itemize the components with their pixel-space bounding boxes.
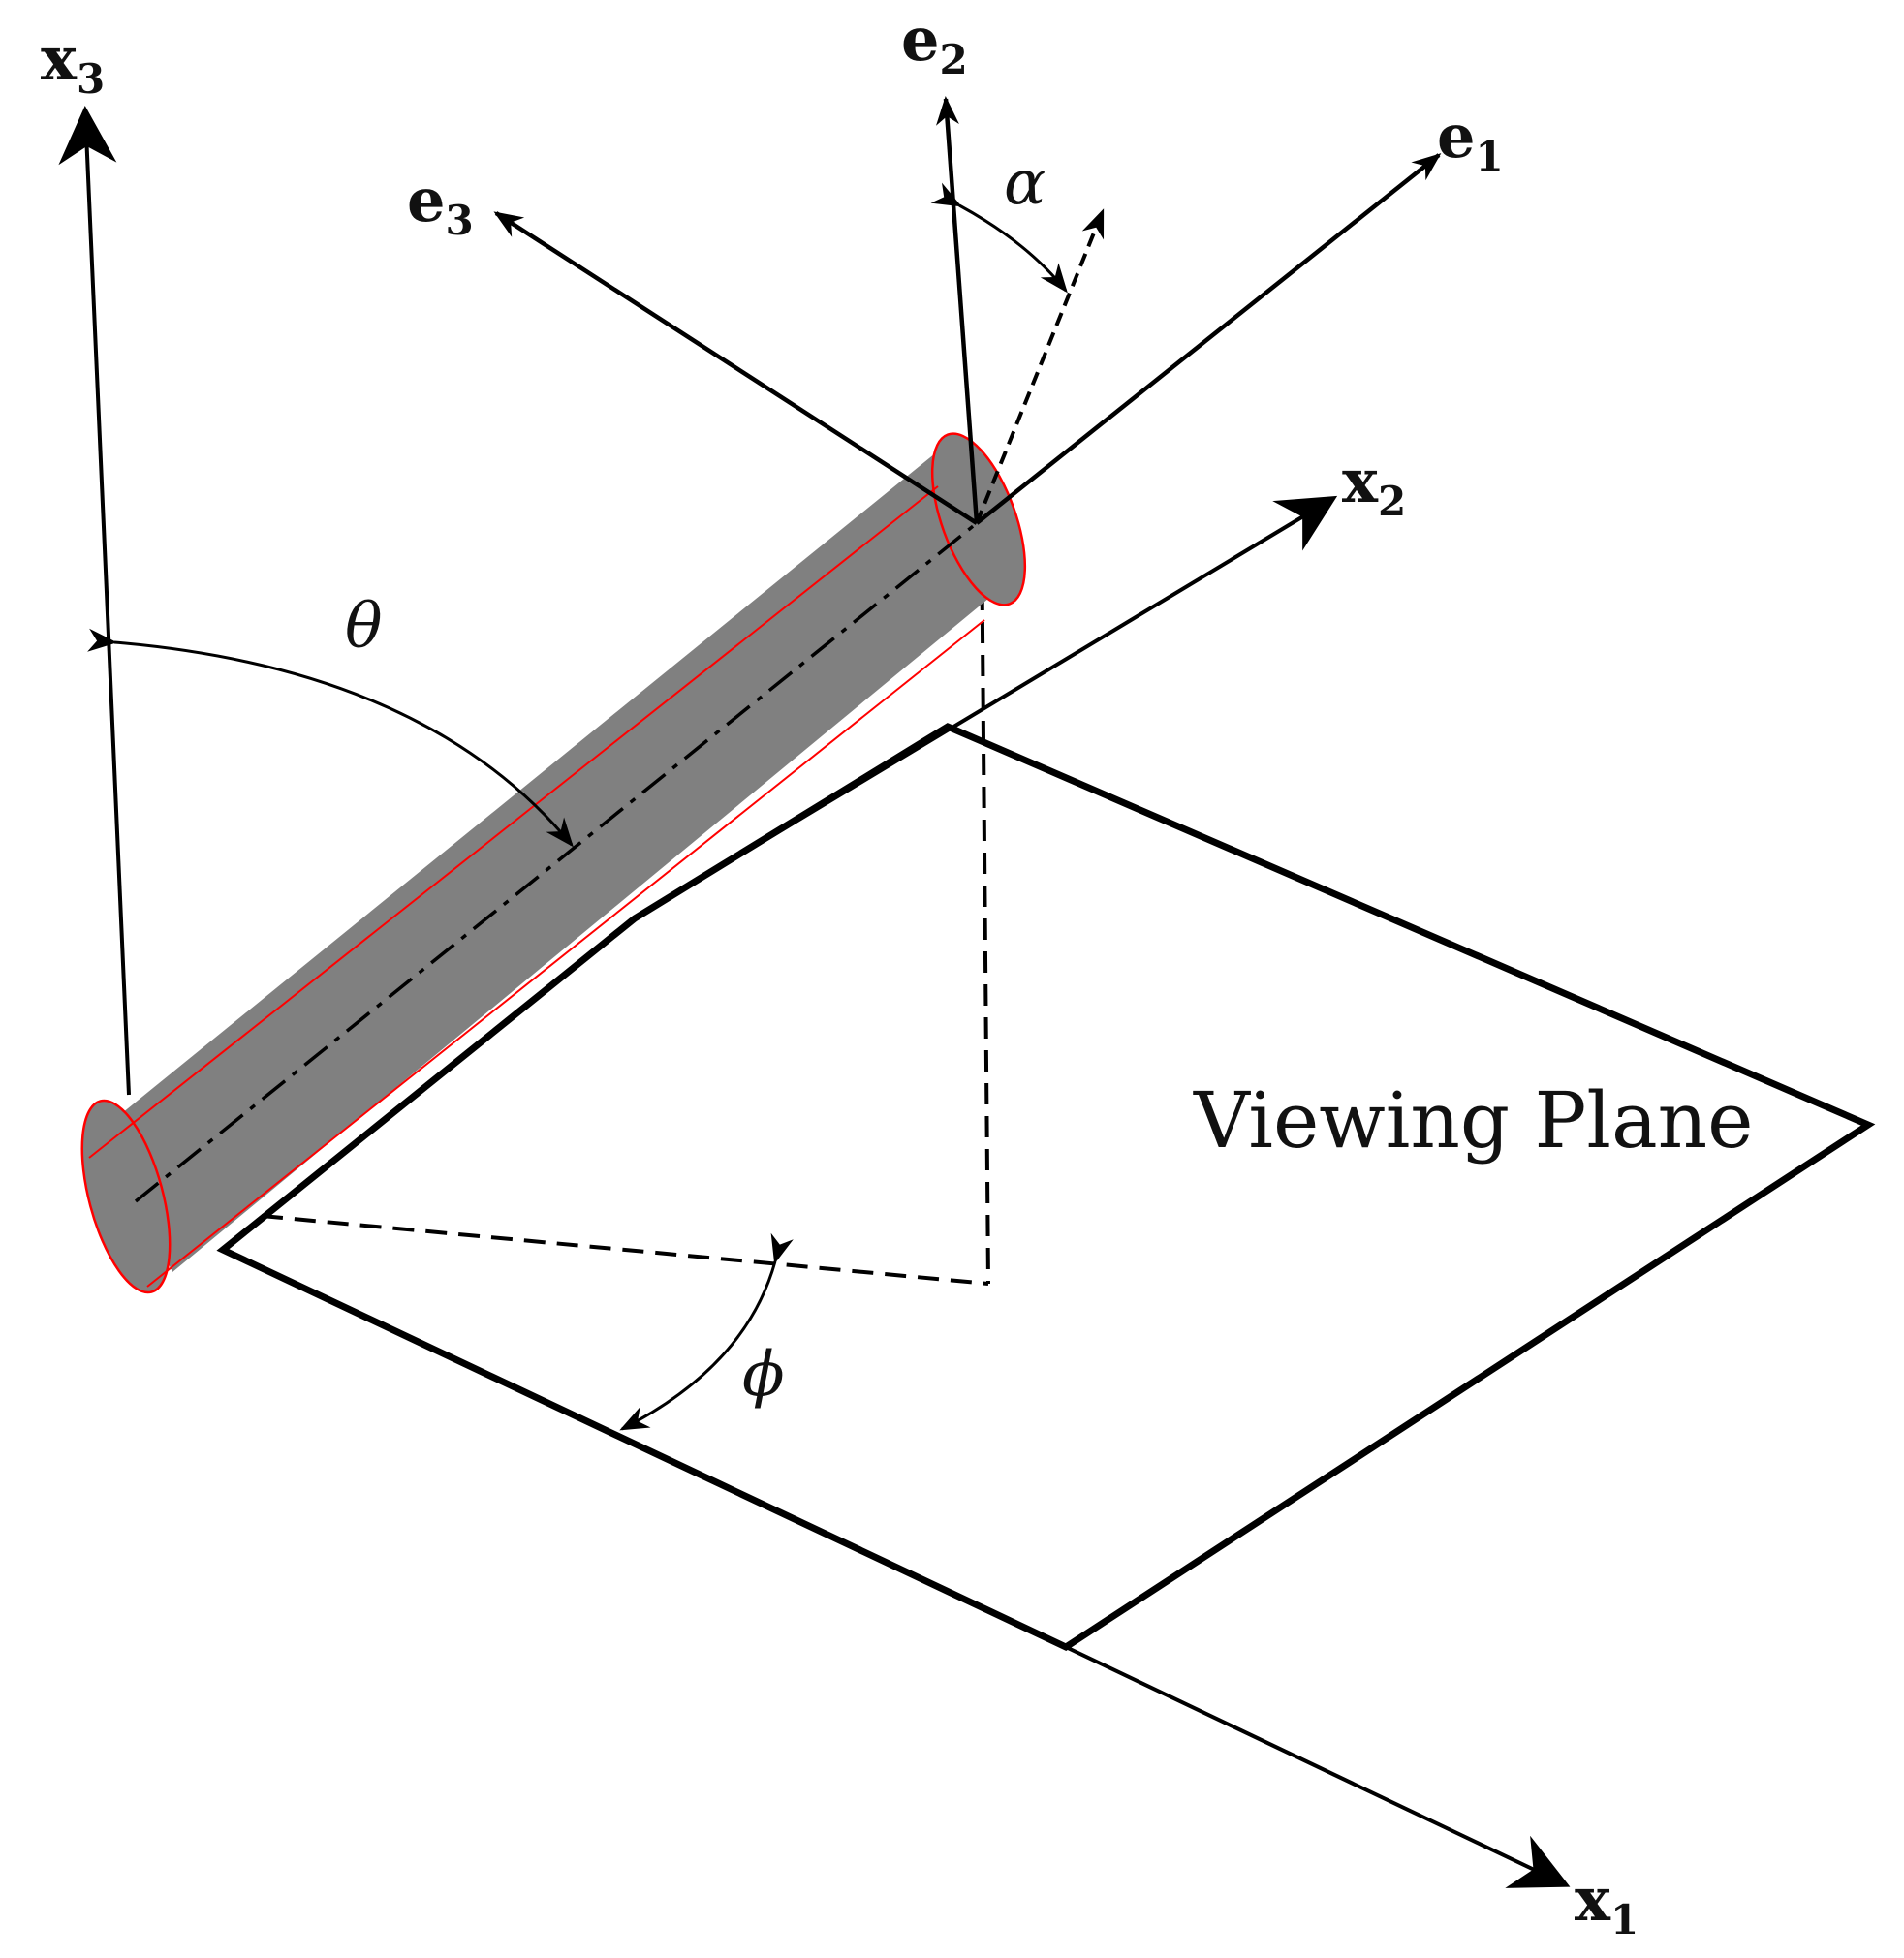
x1-axis-arrow <box>1065 1645 1571 1888</box>
e1-label: e1 <box>1437 101 1504 180</box>
e3-label: e3 <box>407 165 474 244</box>
fiber-rod-edge-bottom <box>146 619 985 1288</box>
vertical-projection-line <box>980 522 990 1285</box>
fiber-rod-front-cap <box>80 1099 172 1294</box>
alpha-angle-arc <box>930 182 1068 294</box>
x3-axis-arrow <box>58 106 131 1096</box>
e2-reference-dashed-arrow <box>975 208 1105 524</box>
phi-label: ϕ <box>742 1339 785 1411</box>
viewing-plane-label: Viewing Plane <box>1193 1075 1754 1165</box>
x3-axis-label: x3 <box>41 23 105 103</box>
e2-label: e2 <box>901 4 968 83</box>
fiber-rod-axis <box>134 521 979 1203</box>
x2-axis-label: x2 <box>1342 446 1406 525</box>
alpha-label: α <box>1004 147 1046 219</box>
theta-label: θ <box>345 591 383 663</box>
e2-arrow <box>935 96 980 524</box>
e3-arrow <box>493 211 979 525</box>
e1-arrow <box>975 153 1442 525</box>
fiber-rod-body <box>102 450 1000 1272</box>
theta-angle-arc <box>87 628 574 848</box>
fiber-rod-edge-top <box>88 485 939 1159</box>
phi-angle-arc <box>619 1232 794 1431</box>
horizontal-projection-line <box>261 1214 989 1286</box>
x1-axis-label: x1 <box>1575 1864 1639 1943</box>
